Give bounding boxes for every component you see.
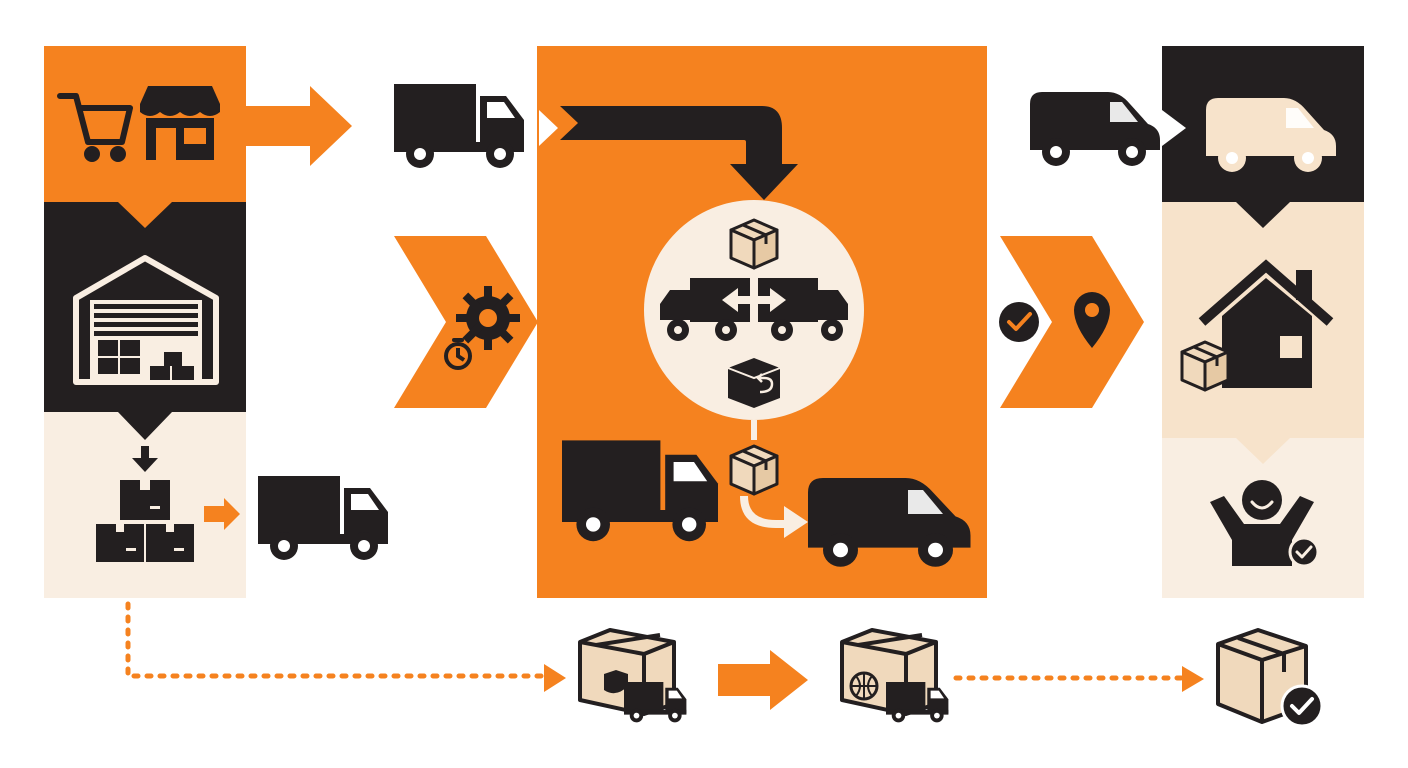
truck-icon — [394, 84, 524, 168]
van-icon — [1030, 92, 1160, 166]
insured-shipping-icon — [578, 628, 687, 723]
international-shipping-icon — [840, 628, 949, 723]
tracking-chevron — [1000, 236, 1144, 408]
package-icon — [729, 444, 779, 496]
curved-arrow-icon — [740, 496, 808, 538]
sorting-circle — [644, 200, 864, 420]
arrow-right-icon — [246, 86, 352, 166]
house-icon — [1198, 259, 1334, 388]
package-icon — [1180, 340, 1230, 392]
arrow-right-icon — [718, 650, 808, 710]
gear-icon — [456, 286, 520, 350]
bent-arrow-icon — [560, 106, 798, 200]
truck-transfer-icon — [660, 278, 848, 341]
return-box-icon — [727, 358, 781, 408]
stacked-boxes-icon — [96, 480, 194, 562]
package-icon — [729, 218, 779, 270]
checkmark-icon — [1288, 536, 1320, 568]
truck-icon — [258, 476, 388, 560]
dotted-flow-line — [125, 601, 549, 679]
shopping-cart-icon — [57, 93, 133, 162]
order-panel — [44, 46, 246, 202]
delivered-package-icon — [1216, 628, 1324, 728]
stopwatch-icon — [444, 338, 472, 370]
down-arrow-icon — [132, 446, 158, 472]
arrow-right-icon — [204, 498, 240, 530]
location-pin-icon — [1074, 292, 1110, 348]
happy-person-icon — [1210, 480, 1314, 566]
warehouse-icon — [73, 255, 219, 385]
storefront-icon — [140, 86, 220, 160]
checkmark-icon — [999, 302, 1039, 342]
